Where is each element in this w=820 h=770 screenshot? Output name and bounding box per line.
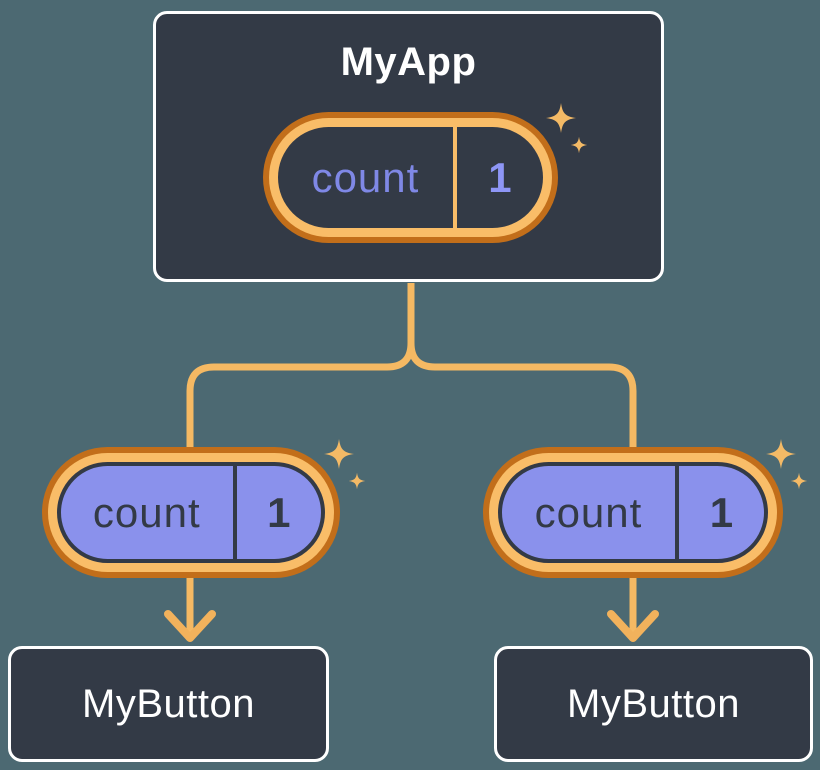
sparkle-icon [324, 439, 366, 490]
arrow-down-icon [607, 610, 659, 642]
prop-pill-count-right: count 1 [483, 447, 783, 578]
prop-pill-label: count [92, 488, 201, 536]
mybutton-left-title: MyButton [82, 681, 255, 726]
state-pill-ring: count 1 [269, 118, 552, 237]
state-pill-core: count 1 [278, 127, 543, 228]
state-pill-label: count [311, 153, 420, 201]
myapp-title: MyApp [340, 40, 477, 84]
state-pill-value: 1 [452, 127, 543, 228]
sparkle-icon [546, 103, 588, 154]
prop-pill-ring: count 1 [48, 453, 334, 572]
prop-pill-value: 1 [232, 466, 321, 559]
mybutton-right-title: MyButton [567, 681, 740, 726]
mybutton-right-node-box: MyButton [494, 646, 813, 762]
prop-pill-ring: count 1 [489, 453, 777, 572]
prop-pill-count-left: count 1 [42, 447, 340, 578]
mybutton-left-node-box: MyButton [8, 646, 329, 762]
state-pill-count: count 1 [263, 112, 558, 243]
prop-pill-core: count 1 [498, 462, 768, 563]
connector-right-branch [407, 283, 637, 633]
prop-pill-value: 1 [674, 466, 764, 559]
prop-pill-label: count [534, 488, 643, 536]
prop-pill-core: count 1 [57, 462, 325, 563]
arrow-down-icon [164, 610, 216, 642]
sparkle-icon [766, 439, 808, 490]
